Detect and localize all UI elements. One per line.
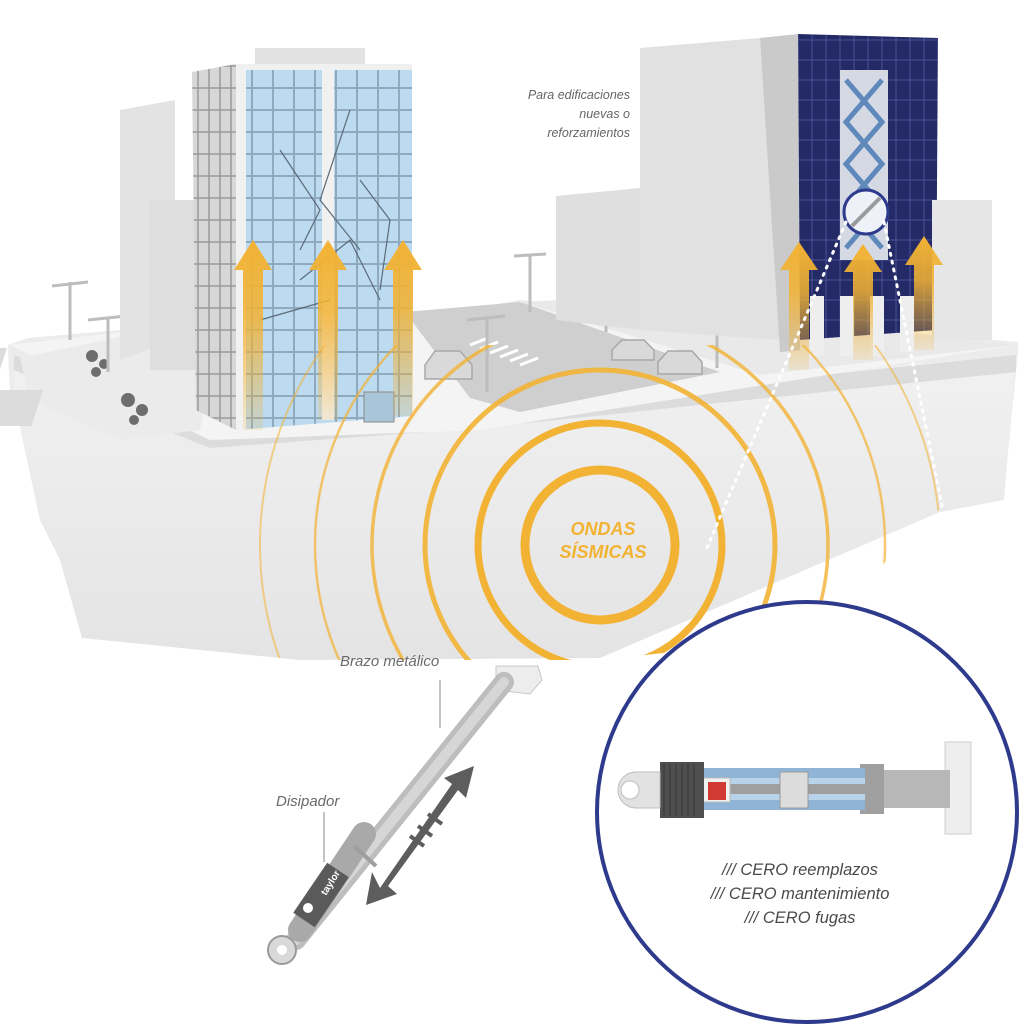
cars [424, 339, 703, 380]
arm-label: Brazo metálico [340, 653, 440, 670]
seismic-wave-icon [259, 345, 941, 660]
waves-label-line1: ONDAS [570, 519, 635, 539]
arm-leader [323, 680, 441, 862]
benefit-item: /// CERO fugas [744, 909, 856, 927]
benefit-item: /// CERO mantenimiento [710, 885, 890, 903]
callout-leader-lines [704, 220, 944, 552]
upward-arrow-icon [234, 236, 943, 430]
note-line-3: reforzamientos [547, 126, 630, 140]
benefit-item: /// CERO reemplazos [722, 861, 878, 879]
applicability-note: Para edificaciones nuevas o reforzamient… [470, 86, 630, 143]
note-line-1: Para edificaciones [527, 88, 630, 102]
double-arrow-icon [366, 766, 474, 905]
right-building [556, 34, 992, 356]
damper-brace: taylor [267, 665, 543, 965]
benefits-list: /// CERO reemplazos /// CERO mantenimien… [690, 858, 910, 930]
note-line-2: nuevas o [579, 107, 630, 121]
waves-label-line2: SÍSMICAS [559, 541, 646, 562]
street-lamps [51, 252, 736, 392]
detail-circle [595, 600, 1019, 1024]
dissipator-label: Disipador [276, 793, 340, 810]
